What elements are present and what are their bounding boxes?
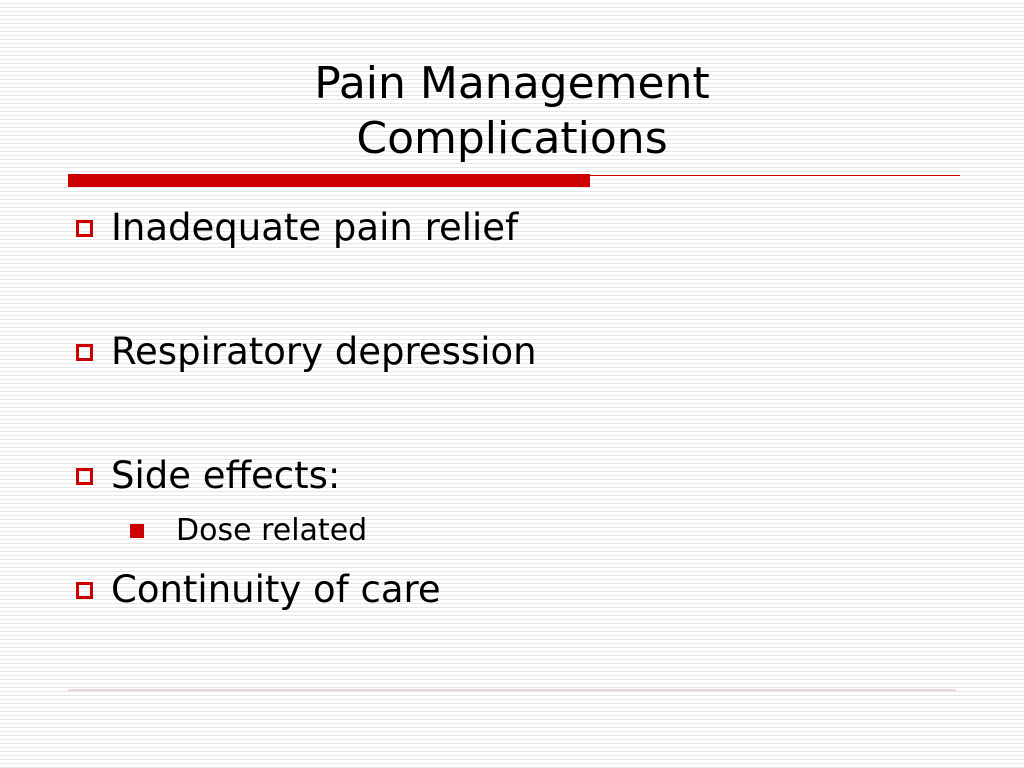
bullet-item: Inadequate pain relief: [76, 206, 518, 250]
slide-title: Pain Management Complications: [0, 56, 1024, 166]
bullet-text: Respiratory depression: [111, 330, 537, 373]
filled-square-bullet-icon: [130, 524, 144, 538]
hollow-square-bullet-icon: [76, 343, 93, 361]
hollow-square-bullet-icon: [76, 219, 93, 237]
bullet-item: Continuity of care: [76, 568, 441, 612]
bullet-text: Side effects:: [111, 454, 341, 497]
bullet-item: Respiratory depression: [76, 330, 537, 374]
sub-bullet-text: Dose related: [176, 513, 368, 548]
title-underline-thick: [68, 174, 590, 187]
bullet-text: Inadequate pain relief: [111, 206, 519, 249]
title-underline-thin: [590, 175, 960, 176]
hollow-square-bullet-icon: [76, 467, 93, 485]
slide-title-line-2: Complications: [356, 113, 668, 164]
sub-bullet-item: Dose related: [130, 513, 367, 549]
bullet-item: Side effects:: [76, 454, 340, 498]
slide-title-line-1: Pain Management: [314, 58, 710, 109]
bullet-text: Continuity of care: [111, 568, 441, 611]
hollow-square-bullet-icon: [76, 581, 93, 599]
footer-divider: [68, 689, 956, 691]
